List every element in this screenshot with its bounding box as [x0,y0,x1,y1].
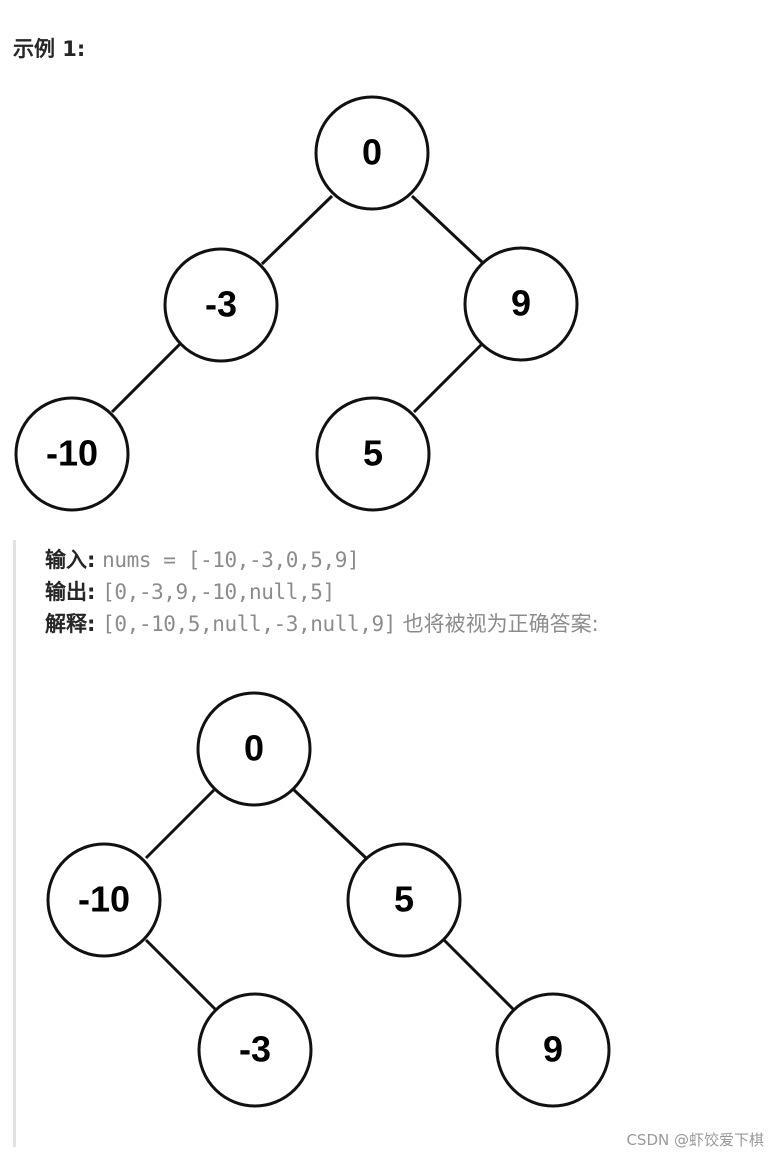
tree1-edge-root-right [410,194,484,264]
tree2-node-right-right-label: 9 [543,1029,563,1070]
tree2-edge-left-right [144,938,218,1012]
tree1-node-right-label: 9 [511,283,531,324]
tree1-node-root: 0 [314,95,430,211]
tree2-node-left: -10 [46,842,162,958]
explanation-label: 解释: [45,612,96,636]
tree1-node-right: 9 [463,246,579,362]
blockquote-bar [13,540,16,1147]
output-label: 输出: [45,580,96,604]
tree1-edges [110,194,484,414]
tree1-node-left: -3 [163,247,279,363]
tree2-edge-right-right [442,938,516,1012]
tree2-node-left-right: -3 [197,992,313,1108]
tree2-node-left-label: -10 [78,879,130,920]
tree2-edge-root-right [292,788,368,860]
tree1-node-right-left-label: 5 [363,433,383,474]
tree2-node-root-label: 0 [244,728,264,769]
tree1-node-root-label: 0 [362,132,382,173]
tree-diagram-2: 0 -10 5 -3 9 [46,691,611,1108]
tree2-node-root: 0 [196,691,312,807]
output-line: 输出: [0,-3,9,-10,null,5] [45,576,745,608]
tree2-edge-root-left [144,788,216,860]
tree2-node-right: 5 [346,842,462,958]
input-line: 输入: nums = [-10,-3,0,5,9] [45,544,745,576]
csdn-watermark: CSDN @虾饺爱下棋 [626,1131,764,1149]
input-label: 输入: [45,548,96,572]
tree1-node-left-left-label: -10 [46,433,98,474]
example-io-block: 输入: nums = [-10,-3,0,5,9] 输出: [0,-3,9,-1… [45,544,745,640]
tree2-node-right-right: 9 [495,992,611,1108]
tree1-edge-right-left [412,342,484,414]
tree1-edge-root-left [260,194,334,266]
explanation-note: 也将被视为正确答案: [402,612,599,636]
example-heading: 示例 1: [13,37,86,61]
output-value: [0,-3,9,-10,null,5] [102,580,335,604]
tree-diagram-1: 0 -3 9 -10 5 [14,95,579,512]
tree2-edges [144,788,516,1012]
tree1-node-right-left: 5 [315,396,431,512]
tree1-node-left-label: -3 [205,284,237,325]
tree1-node-left-left: -10 [14,396,130,512]
tree1-edge-left-left [110,342,182,414]
explanation-line: 解释: [0,-10,5,null,-3,null,9] 也将被视为正确答案: [45,608,745,640]
input-value: nums = [-10,-3,0,5,9] [102,548,360,572]
tree2-node-right-label: 5 [394,879,414,920]
tree2-node-left-right-label: -3 [239,1029,271,1070]
explanation-value: [0,-10,5,null,-3,null,9] [102,612,396,636]
